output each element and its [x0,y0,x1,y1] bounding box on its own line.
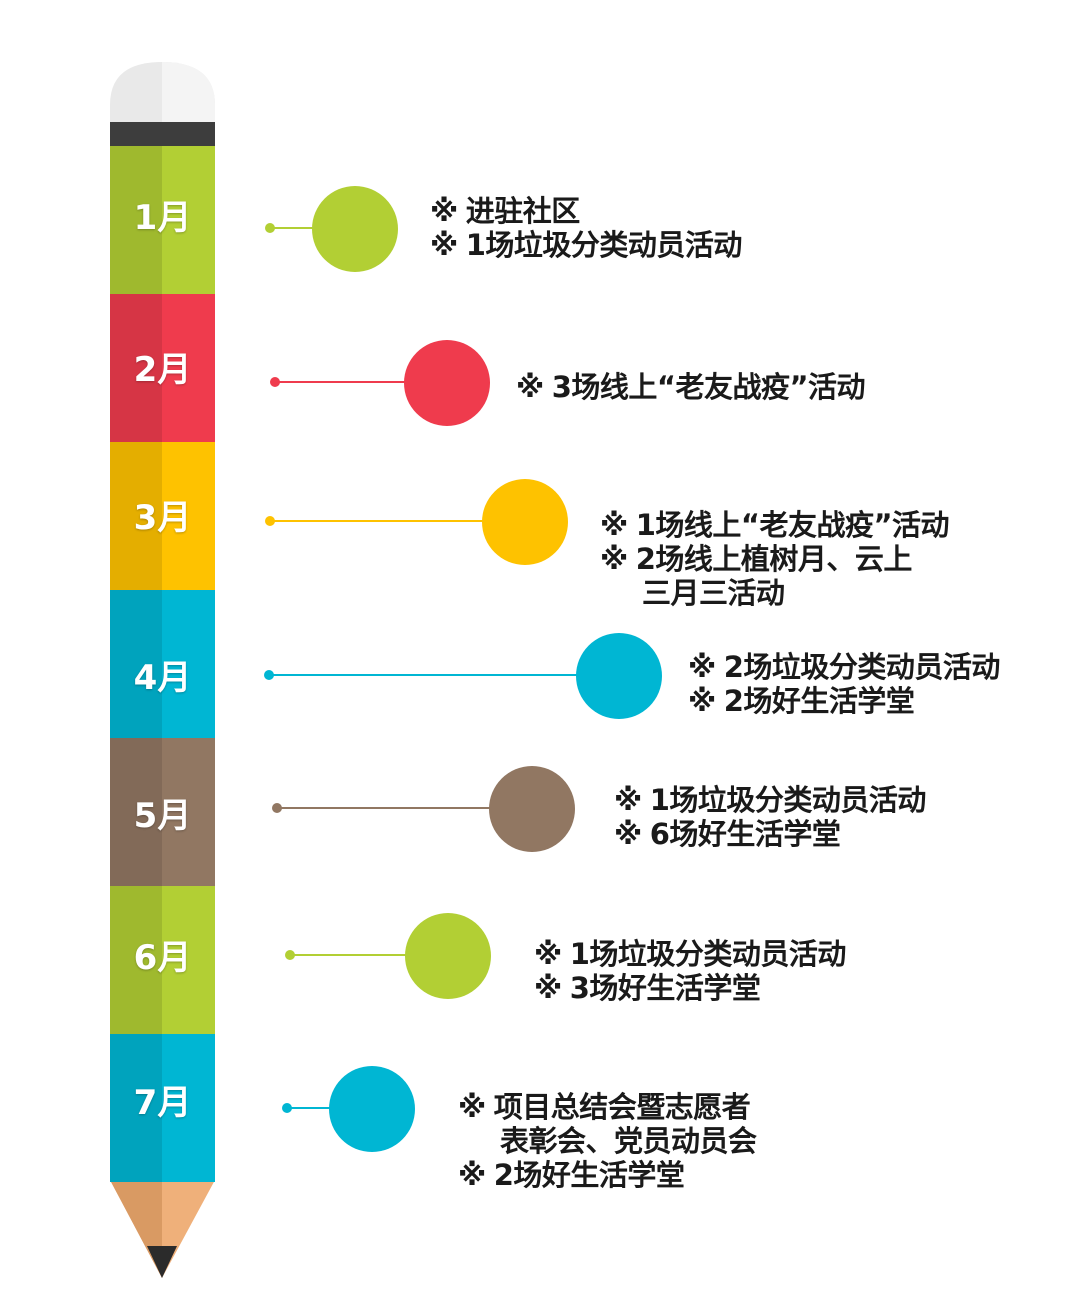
segment-shade [110,442,162,590]
bullet-mark: ※ [516,370,544,404]
activity-item: ※3场好生活学堂 [534,971,846,1005]
activity-item: ※1场垃圾分类动员活动 [430,228,742,262]
activity-text: 1场垃圾分类动员活动 [569,937,847,971]
activity-text: 表彰会、党员动员会 [500,1124,757,1158]
bullet-mark: ※ [430,194,458,228]
segment-shade [110,738,162,886]
connector-line [287,1107,339,1109]
timeline-circle [482,479,568,565]
activity-item: ※1场垃圾分类动员活动 [614,783,926,817]
timeline-circle [489,766,575,852]
timeline-circle [329,1066,415,1152]
bullet-mark: ※ [600,542,628,576]
activity-item: ※2场垃圾分类动员活动 [688,650,1000,684]
bullet-mark: ※ [458,1090,486,1124]
segment-shade [110,590,162,738]
activity-text: 三月三活动 [642,576,785,610]
bullet-mark: ※ [688,684,716,718]
timeline-circle [405,913,491,999]
activity-text: 6场好生活学堂 [649,817,841,851]
activity-text: 2场垃圾分类动员活动 [723,650,1001,684]
activity-item: ※项目总结会暨志愿者表彰会、党员动员会 [458,1090,757,1158]
pencil-segment: 5月 [110,738,215,886]
bullet-mark: ※ [534,971,562,1005]
timeline-circle [404,340,490,426]
timeline-circle [312,186,398,272]
month-label: 5月 [133,796,192,836]
connector-line [270,227,322,229]
month-label: 7月 [133,1083,192,1123]
pencil-segment: 2月 [110,294,215,442]
connector-line [277,807,499,809]
bullet-mark: ※ [600,508,628,542]
segment-shade [110,1034,162,1182]
activity-list: ※2场垃圾分类动员活动※2场好生活学堂 [688,650,1000,718]
activity-list: ※项目总结会暨志愿者表彰会、党员动员会※2场好生活学堂 [458,1090,757,1192]
pencil-segment: 7月 [110,1034,215,1182]
bullet-mark: ※ [534,937,562,971]
activity-list: ※1场垃圾分类动员活动※6场好生活学堂 [614,783,926,851]
activity-list: ※3场线上“老友战疫”活动 [516,370,866,404]
activity-text: 进驻社区 [465,194,581,228]
connector-line [275,381,414,383]
segment-shade [110,146,162,294]
activity-text: 2场好生活学堂 [723,684,915,718]
pencil-lead [147,1246,177,1278]
activity-text: 3场好生活学堂 [569,971,761,1005]
activity-item: ※1场线上“老友战疫”活动 [600,508,950,542]
activity-text: 1场线上“老友战疫”活动 [635,508,950,542]
activity-text: 项目总结会暨志愿者 [493,1090,751,1124]
activity-item: ※进驻社区 [430,194,742,228]
pencil-wood-shade [110,1180,162,1278]
segment-shade [110,886,162,1034]
bullet-mark: ※ [458,1158,486,1192]
bullet-mark: ※ [614,783,642,817]
month-label: 4月 [133,658,192,698]
bullet-mark: ※ [614,817,642,851]
connector-line [290,954,415,956]
month-label: 1月 [133,198,192,238]
activity-text: 2场线上植树月、云上 [635,542,913,576]
pencil-segment: 3月 [110,442,215,590]
pencil-segment: 6月 [110,886,215,1034]
pencil-segment: 1月 [110,146,215,294]
activity-item: ※1场垃圾分类动员活动 [534,937,846,971]
activity-list: ※1场线上“老友战疫”活动※2场线上植树月、云上三月三活动 [600,508,950,610]
month-label: 6月 [133,938,192,978]
activity-item: ※2场好生活学堂 [688,684,1000,718]
segment-shade [110,294,162,442]
activity-item: ※6场好生活学堂 [614,817,926,851]
activity-text: 2场好生活学堂 [493,1158,685,1192]
month-label: 2月 [133,350,192,390]
activity-item: ※2场好生活学堂 [458,1158,757,1192]
activity-item: ※3场线上“老友战疫”活动 [516,370,866,404]
bullet-mark: ※ [430,228,458,262]
activity-text: 1场垃圾分类动员活动 [649,783,927,817]
activity-list: ※1场垃圾分类动员活动※3场好生活学堂 [534,937,846,1005]
connector-line [269,674,586,676]
bullet-mark: ※ [688,650,716,684]
pencil-segment: 4月 [110,590,215,738]
timeline-circle [576,633,662,719]
activity-text: 3场线上“老友战疫”活动 [551,370,866,404]
pencil-eraser-highlight [162,62,215,122]
activity-text: 1场垃圾分类动员活动 [465,228,743,262]
pencil-ferrule [110,122,215,146]
activity-list: ※进驻社区※1场垃圾分类动员活动 [430,194,742,262]
activity-item: ※2场线上植树月、云上三月三活动 [600,542,949,610]
connector-line [270,520,492,522]
month-label: 3月 [133,498,192,538]
